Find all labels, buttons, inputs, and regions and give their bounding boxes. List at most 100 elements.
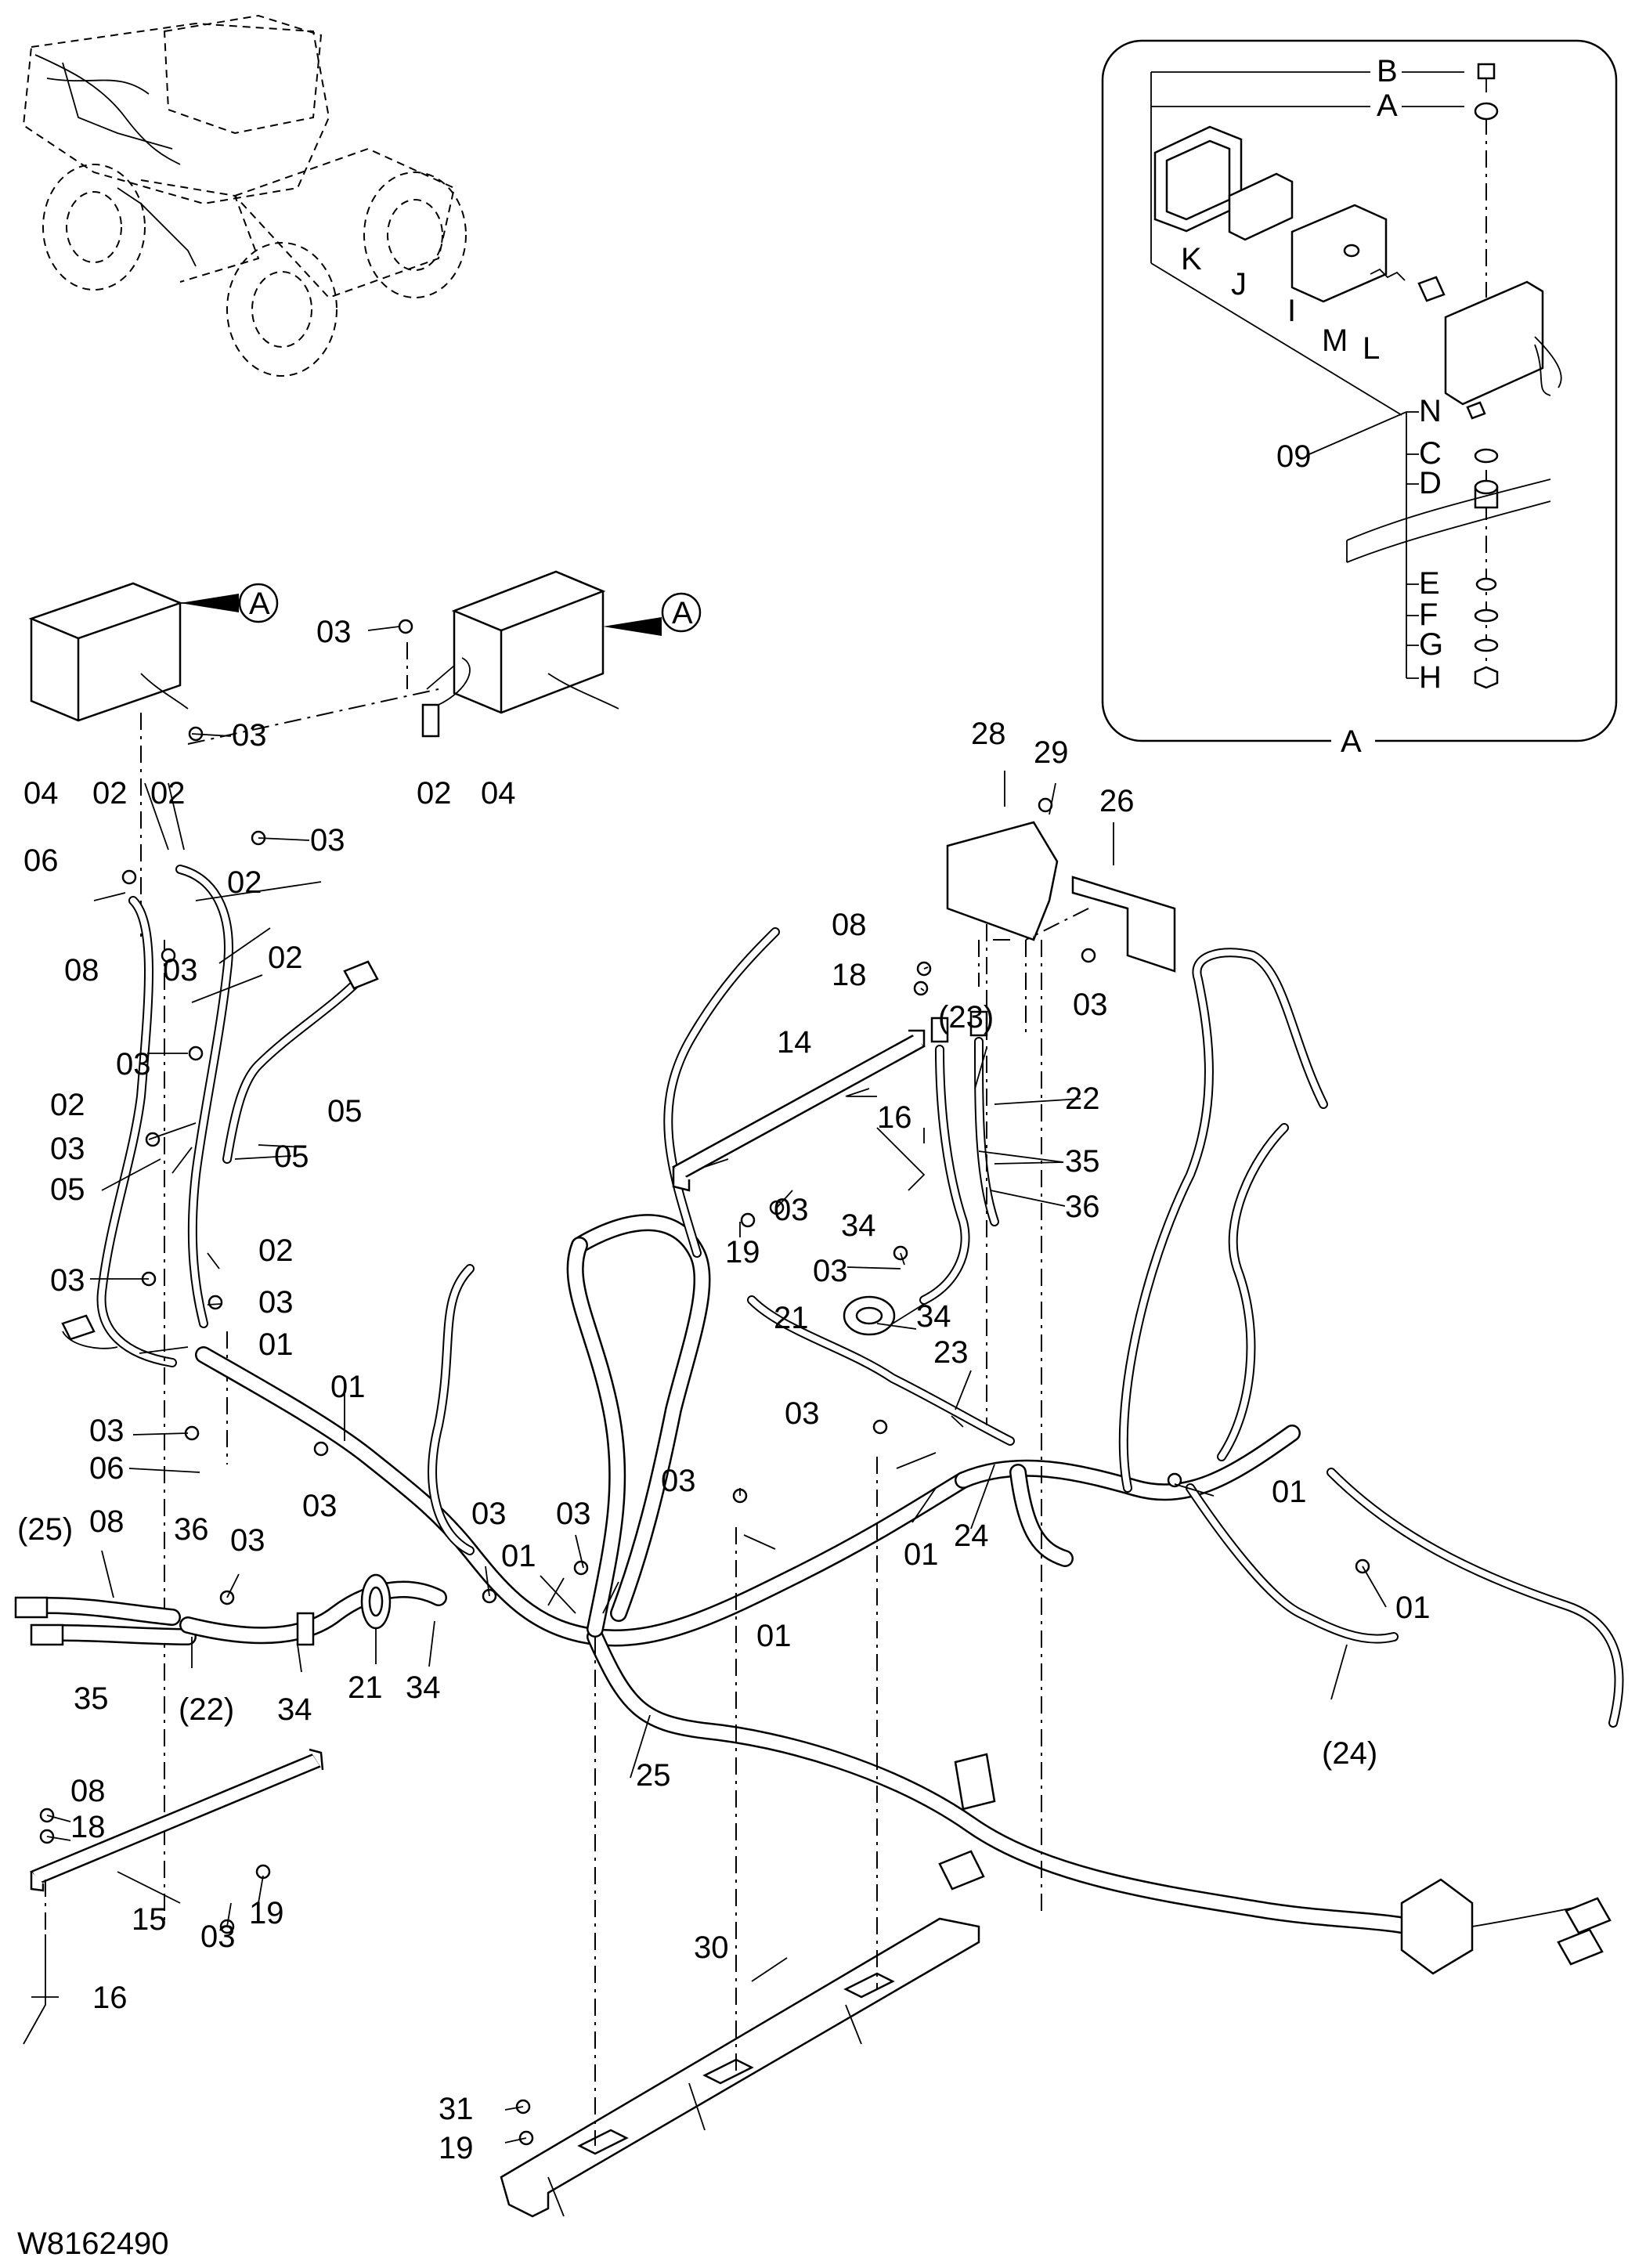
callout-16: 16 bbox=[92, 1981, 128, 2015]
callout-03: 03 bbox=[258, 1285, 294, 1320]
callout-A-right: A bbox=[672, 596, 693, 630]
callout-03: 03 bbox=[163, 953, 198, 988]
leader-lines bbox=[31, 626, 1387, 2143]
main-harness bbox=[195, 927, 1624, 1975]
callout-25: (25) bbox=[17, 1512, 73, 1547]
callout-02: 02 bbox=[92, 776, 128, 811]
callout-35: 35 bbox=[1065, 1144, 1100, 1179]
label-G: G bbox=[1419, 627, 1443, 662]
callout-14: 14 bbox=[777, 1025, 812, 1060]
callout-34: 34 bbox=[916, 1299, 951, 1334]
label-M: M bbox=[1322, 323, 1348, 358]
callout-03: 03 bbox=[813, 1254, 848, 1288]
callout-03: 03 bbox=[316, 615, 352, 649]
callout-03: 03 bbox=[89, 1414, 125, 1448]
callout-08: 08 bbox=[64, 953, 99, 988]
callout-02: 02 bbox=[227, 865, 262, 900]
right-conduit bbox=[843, 924, 1010, 1425]
callout-22: 22 bbox=[1065, 1082, 1100, 1116]
label-J: J bbox=[1231, 267, 1247, 302]
callout-01: 01 bbox=[1395, 1591, 1431, 1625]
callout-03: 03 bbox=[785, 1396, 820, 1431]
callout-01: 01 bbox=[258, 1327, 294, 1362]
callout-23: (23) bbox=[938, 1000, 994, 1035]
label-D: D bbox=[1419, 466, 1442, 500]
callout-02: 02 bbox=[268, 941, 303, 975]
callout-03: 03 bbox=[50, 1132, 85, 1166]
callout-03: 03 bbox=[774, 1193, 809, 1227]
callout-31: 31 bbox=[439, 2092, 474, 2126]
callout-23: 23 bbox=[933, 1335, 969, 1370]
callout-01: 01 bbox=[756, 1619, 792, 1653]
callout-02: 02 bbox=[258, 1233, 294, 1268]
detail-A-title: A bbox=[1341, 724, 1362, 759]
label-I: I bbox=[1287, 294, 1296, 328]
callout-36: 36 bbox=[174, 1512, 209, 1547]
drawing-id: W8162490 bbox=[17, 2226, 168, 2261]
callout-03: 03 bbox=[302, 1489, 338, 1523]
callout-19: 19 bbox=[725, 1235, 760, 1269]
callout-36: 36 bbox=[1065, 1190, 1100, 1224]
callout-03: 03 bbox=[471, 1497, 507, 1531]
callout-28: 28 bbox=[971, 717, 1006, 751]
callout-04: 04 bbox=[481, 776, 516, 811]
label-K: K bbox=[1181, 242, 1202, 276]
callout-22: (22) bbox=[179, 1692, 234, 1727]
machine-overview-thumbnail bbox=[22, 14, 467, 377]
callout-05: 05 bbox=[274, 1139, 309, 1174]
callout-35: 35 bbox=[74, 1681, 109, 1716]
callout-08: 08 bbox=[832, 908, 867, 942]
detail-A-letters: B A K J I M L N C D E F G H 09 bbox=[1181, 54, 1443, 695]
callout-01: 01 bbox=[501, 1539, 536, 1573]
left-wire-run bbox=[61, 865, 379, 1927]
callout-19: 19 bbox=[249, 1896, 284, 1930]
callout-03: 03 bbox=[556, 1497, 591, 1531]
callout-05: 05 bbox=[50, 1172, 85, 1207]
callout-18: 18 bbox=[70, 1810, 106, 1844]
callout-06: 06 bbox=[23, 843, 59, 878]
callout-02: 02 bbox=[417, 776, 452, 811]
label-F: F bbox=[1419, 598, 1438, 632]
callout-08: 08 bbox=[89, 1504, 125, 1539]
callout-24: 24 bbox=[954, 1519, 989, 1553]
callout-34: 34 bbox=[406, 1670, 441, 1705]
callout-21: 21 bbox=[774, 1301, 809, 1335]
callout-01: 01 bbox=[330, 1370, 366, 1404]
callout-03: 03 bbox=[230, 1523, 265, 1558]
callout-03: 03 bbox=[200, 1919, 236, 1954]
callout-05: 05 bbox=[327, 1094, 363, 1129]
callout-21: 21 bbox=[348, 1670, 383, 1705]
callout-01: 01 bbox=[904, 1537, 939, 1572]
callout-26: 26 bbox=[1099, 784, 1135, 818]
label-E: E bbox=[1419, 566, 1440, 601]
callout-24: (24) bbox=[1322, 1736, 1377, 1771]
callout-34: 34 bbox=[277, 1692, 312, 1727]
callout-03: 03 bbox=[116, 1047, 151, 1082]
callout-02: 02 bbox=[150, 776, 186, 811]
callout-03: 03 bbox=[232, 718, 267, 753]
callout-04: 04 bbox=[23, 776, 59, 811]
callout-18: 18 bbox=[832, 958, 867, 992]
callout-03: 03 bbox=[1073, 988, 1108, 1022]
callout-numbers: 03 03 04 02 02 02 04 03 02 06 08 03 02 0… bbox=[17, 615, 1431, 2165]
callout-A-left: A bbox=[249, 587, 270, 621]
brackets bbox=[23, 821, 1176, 2218]
callout-34: 34 bbox=[841, 1208, 876, 1243]
label-A: A bbox=[1377, 88, 1398, 123]
callout-25: 25 bbox=[636, 1758, 671, 1793]
callout-19: 19 bbox=[439, 2131, 474, 2165]
callout-29: 29 bbox=[1034, 735, 1069, 770]
work-lamps: A A bbox=[28, 570, 702, 940]
callout-30: 30 bbox=[694, 1930, 729, 1965]
callout-16: 16 bbox=[877, 1100, 912, 1135]
callout-15: 15 bbox=[132, 1902, 167, 1937]
label-09: 09 bbox=[1276, 439, 1312, 474]
callout-06: 06 bbox=[89, 1451, 125, 1486]
callout-03: 03 bbox=[661, 1464, 696, 1498]
label-L: L bbox=[1363, 331, 1380, 366]
detail-A-frame: A bbox=[1101, 39, 1618, 759]
callout-01: 01 bbox=[1272, 1475, 1307, 1509]
callout-02: 02 bbox=[50, 1088, 85, 1122]
label-C: C bbox=[1419, 436, 1442, 471]
